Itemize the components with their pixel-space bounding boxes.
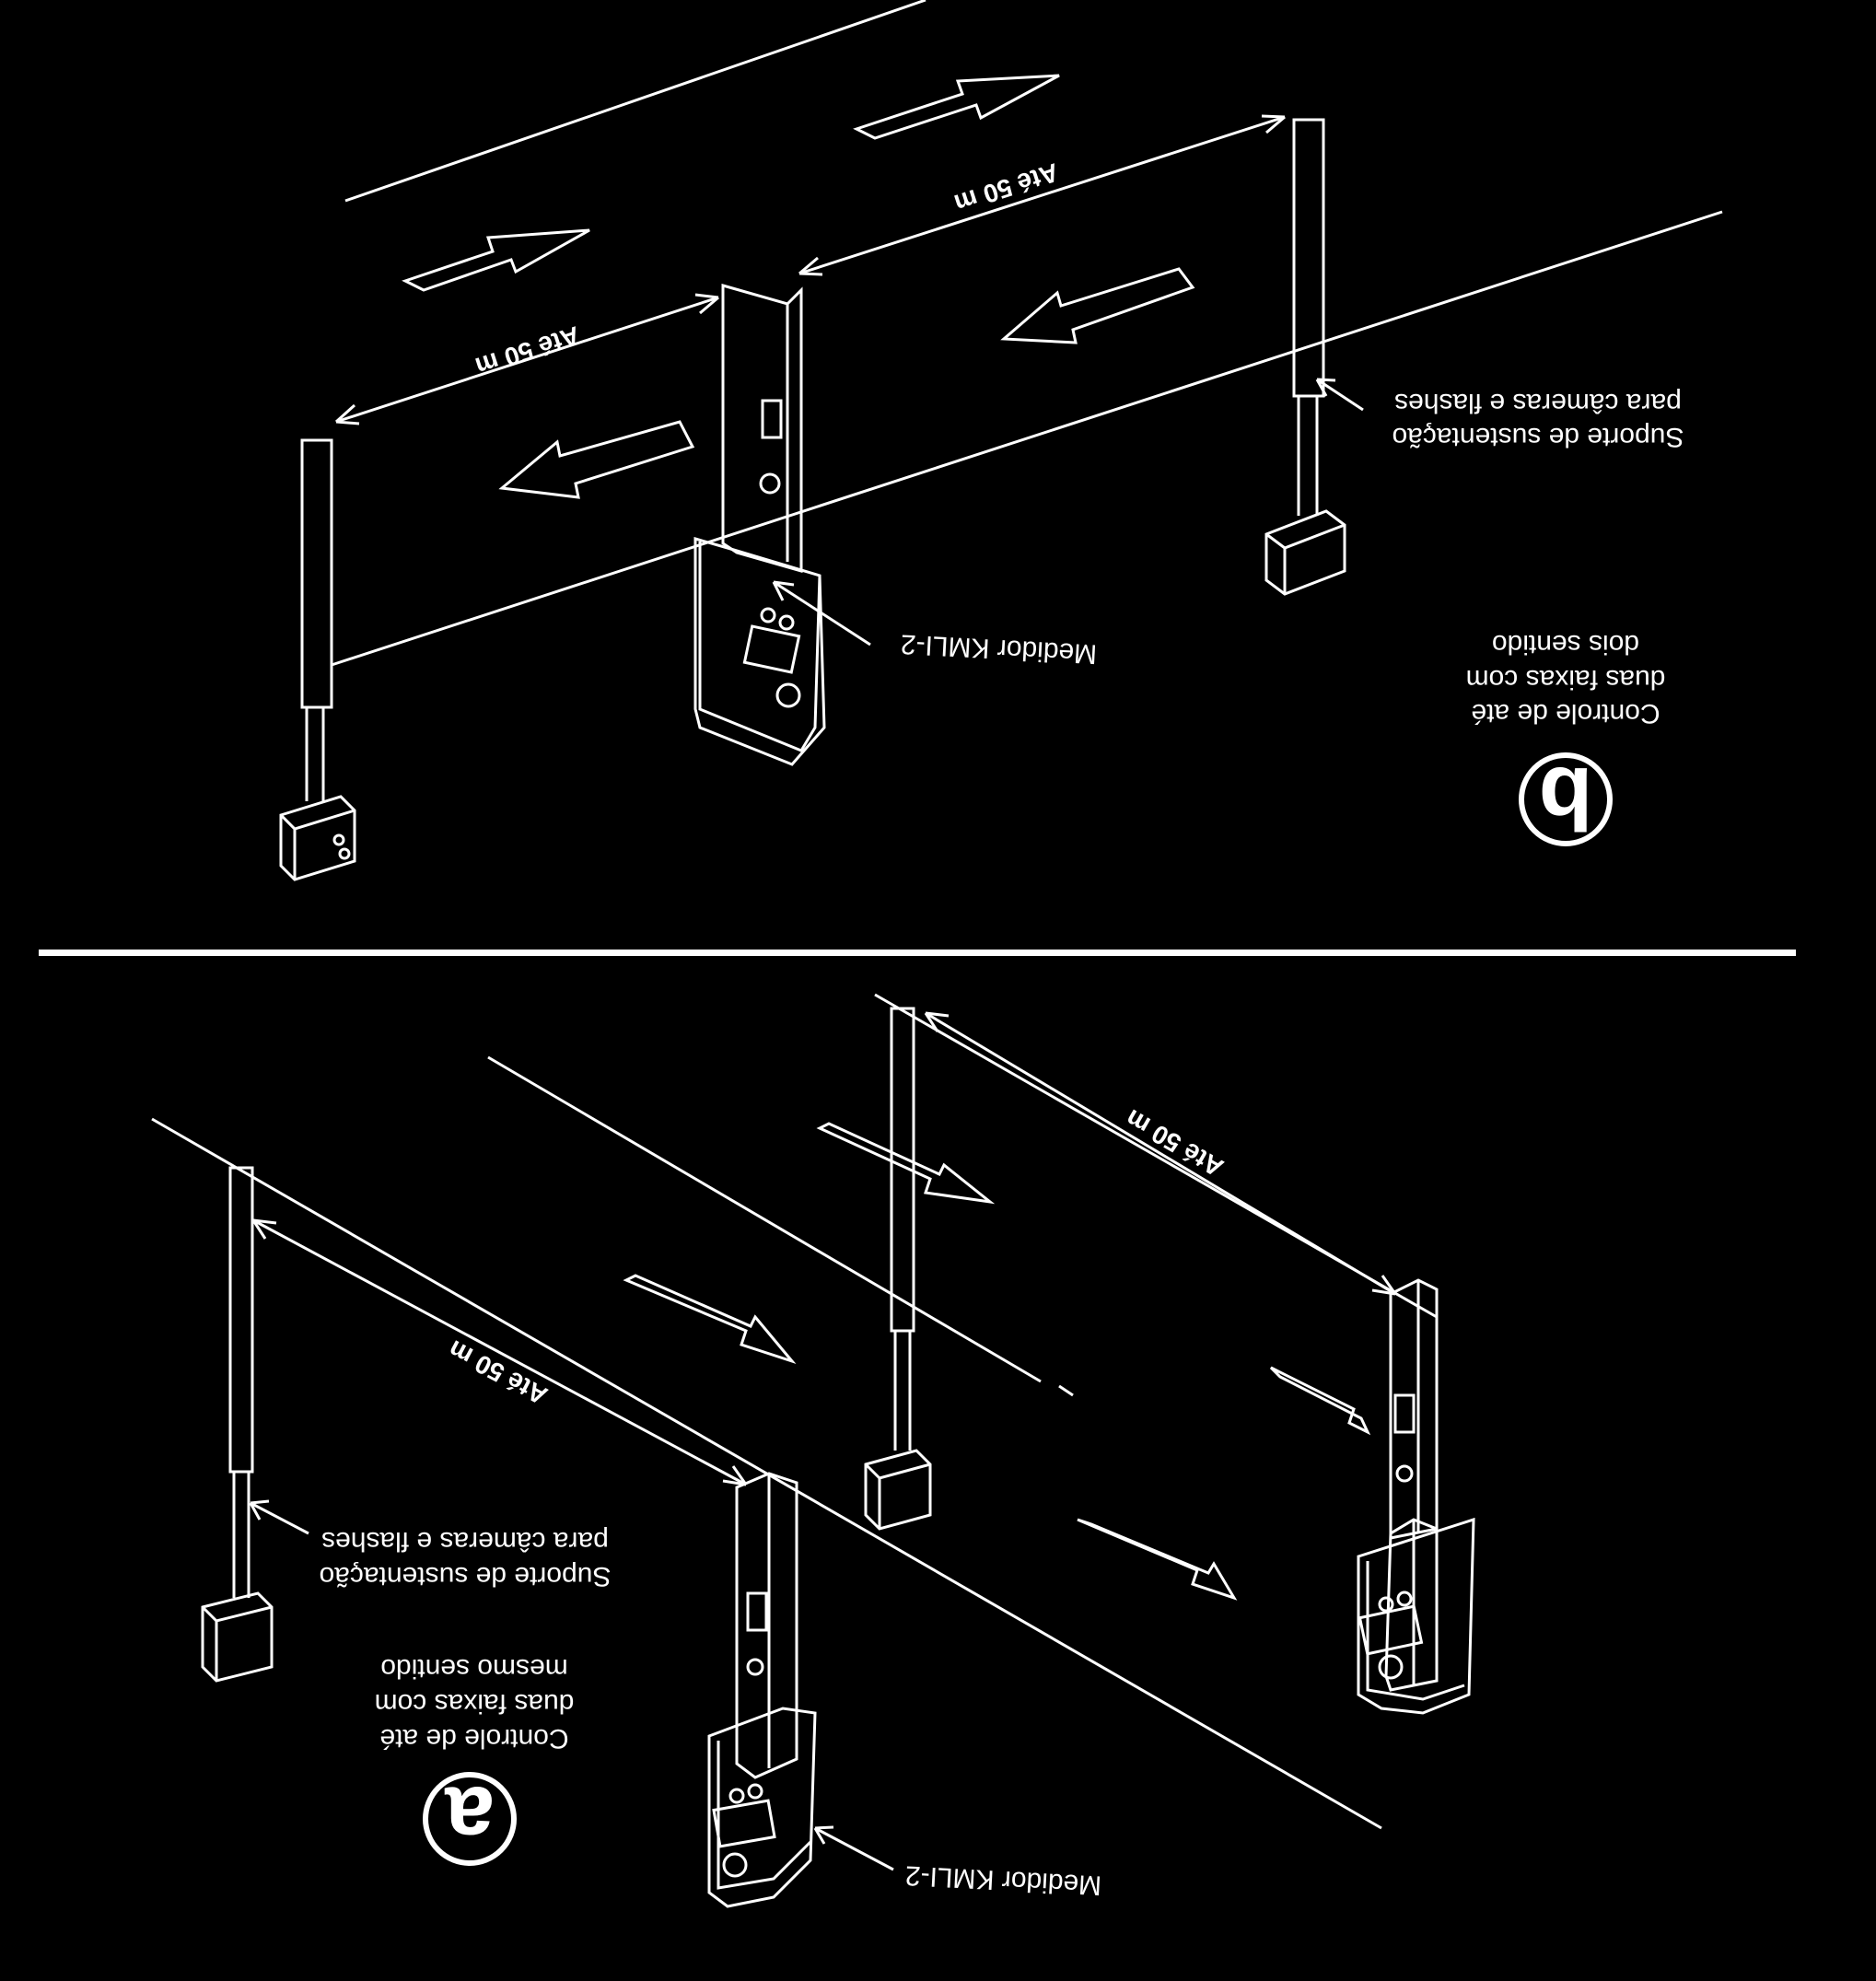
panel-a-support-label-line-2: para câmeras e flashes (321, 1526, 609, 1556)
lane-arrow (816, 1122, 996, 1205)
lane-arrow (853, 74, 1060, 140)
support-pole-middle (864, 1007, 932, 1531)
panel-b-badge: b (1539, 749, 1593, 847)
support-pole-right (1264, 118, 1346, 596)
panel-b-caption-line-2: duas faixas com (1466, 664, 1666, 694)
panel-b-drawing (279, 0, 1723, 881)
meter-column-a-right (1357, 1278, 1475, 1715)
panel-b-caption-line-1: Controle de até (1471, 698, 1660, 728)
leader-support-b (1316, 378, 1364, 412)
panel-b-support-label-line-2: para câmeras e flashes (1394, 388, 1682, 418)
dimension-line-b-right (798, 115, 1286, 275)
meter-column-a-left (707, 1472, 817, 1908)
road-lane-divider (487, 1055, 1042, 1383)
lane-arrow (1269, 1366, 1371, 1436)
support-pole-left (279, 438, 356, 881)
dimension-line-b-left (335, 296, 719, 424)
panel-a-support-label-line-1: Suporte de sustentação (320, 1561, 612, 1591)
panel-b-support-label-line-1: Suporte de sustentação (1392, 422, 1684, 452)
leader-meter-b (773, 580, 871, 647)
lane-arrow (498, 420, 695, 499)
panel-a-badge: a (445, 1768, 495, 1867)
road-lane-divider (1058, 1384, 1074, 1397)
panel-separator (39, 950, 1796, 956)
panel-a-caption-line-2: duas faixas com (375, 1688, 575, 1719)
dimension-line-a-left (252, 1218, 747, 1486)
dimension-line-a-right (925, 1011, 1396, 1296)
panel-b-caption-line-3: dois sentido (1492, 629, 1639, 659)
leader-support-a (250, 1501, 309, 1535)
lane-arrow (623, 1274, 797, 1365)
panel-a-badge-circle (423, 1772, 517, 1866)
panel-b-badge-circle (1519, 752, 1613, 846)
panel-a-caption-line-1: Controle de até (379, 1723, 568, 1754)
lane-arrow (1000, 267, 1195, 344)
panel-a-caption-line-3: mesmo sentido (380, 1653, 567, 1684)
lane-arrow (1077, 1518, 1238, 1601)
road-edge-near (331, 210, 1723, 667)
leader-meter-a (814, 1826, 894, 1871)
support-pole-left (201, 1166, 274, 1683)
meter-column-b (693, 284, 826, 766)
road-edge-far (344, 0, 926, 203)
lane-arrow (402, 228, 590, 292)
panel-a-drawing (151, 993, 1475, 1908)
